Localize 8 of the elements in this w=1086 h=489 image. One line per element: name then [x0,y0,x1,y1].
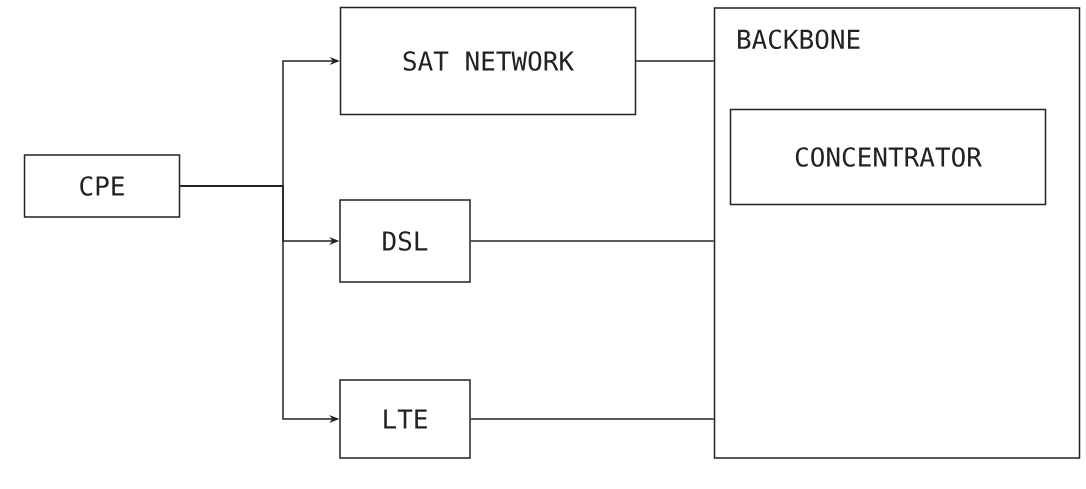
process-box: LTE [339,379,471,459]
process-box: DSL [339,199,471,283]
connector [470,240,715,242]
process-box: CPE [23,154,181,218]
connector [470,418,715,420]
connector [635,60,715,62]
process-box: CONCENTRATOR [729,108,1047,206]
process-box: SAT NETWORK [339,6,637,116]
